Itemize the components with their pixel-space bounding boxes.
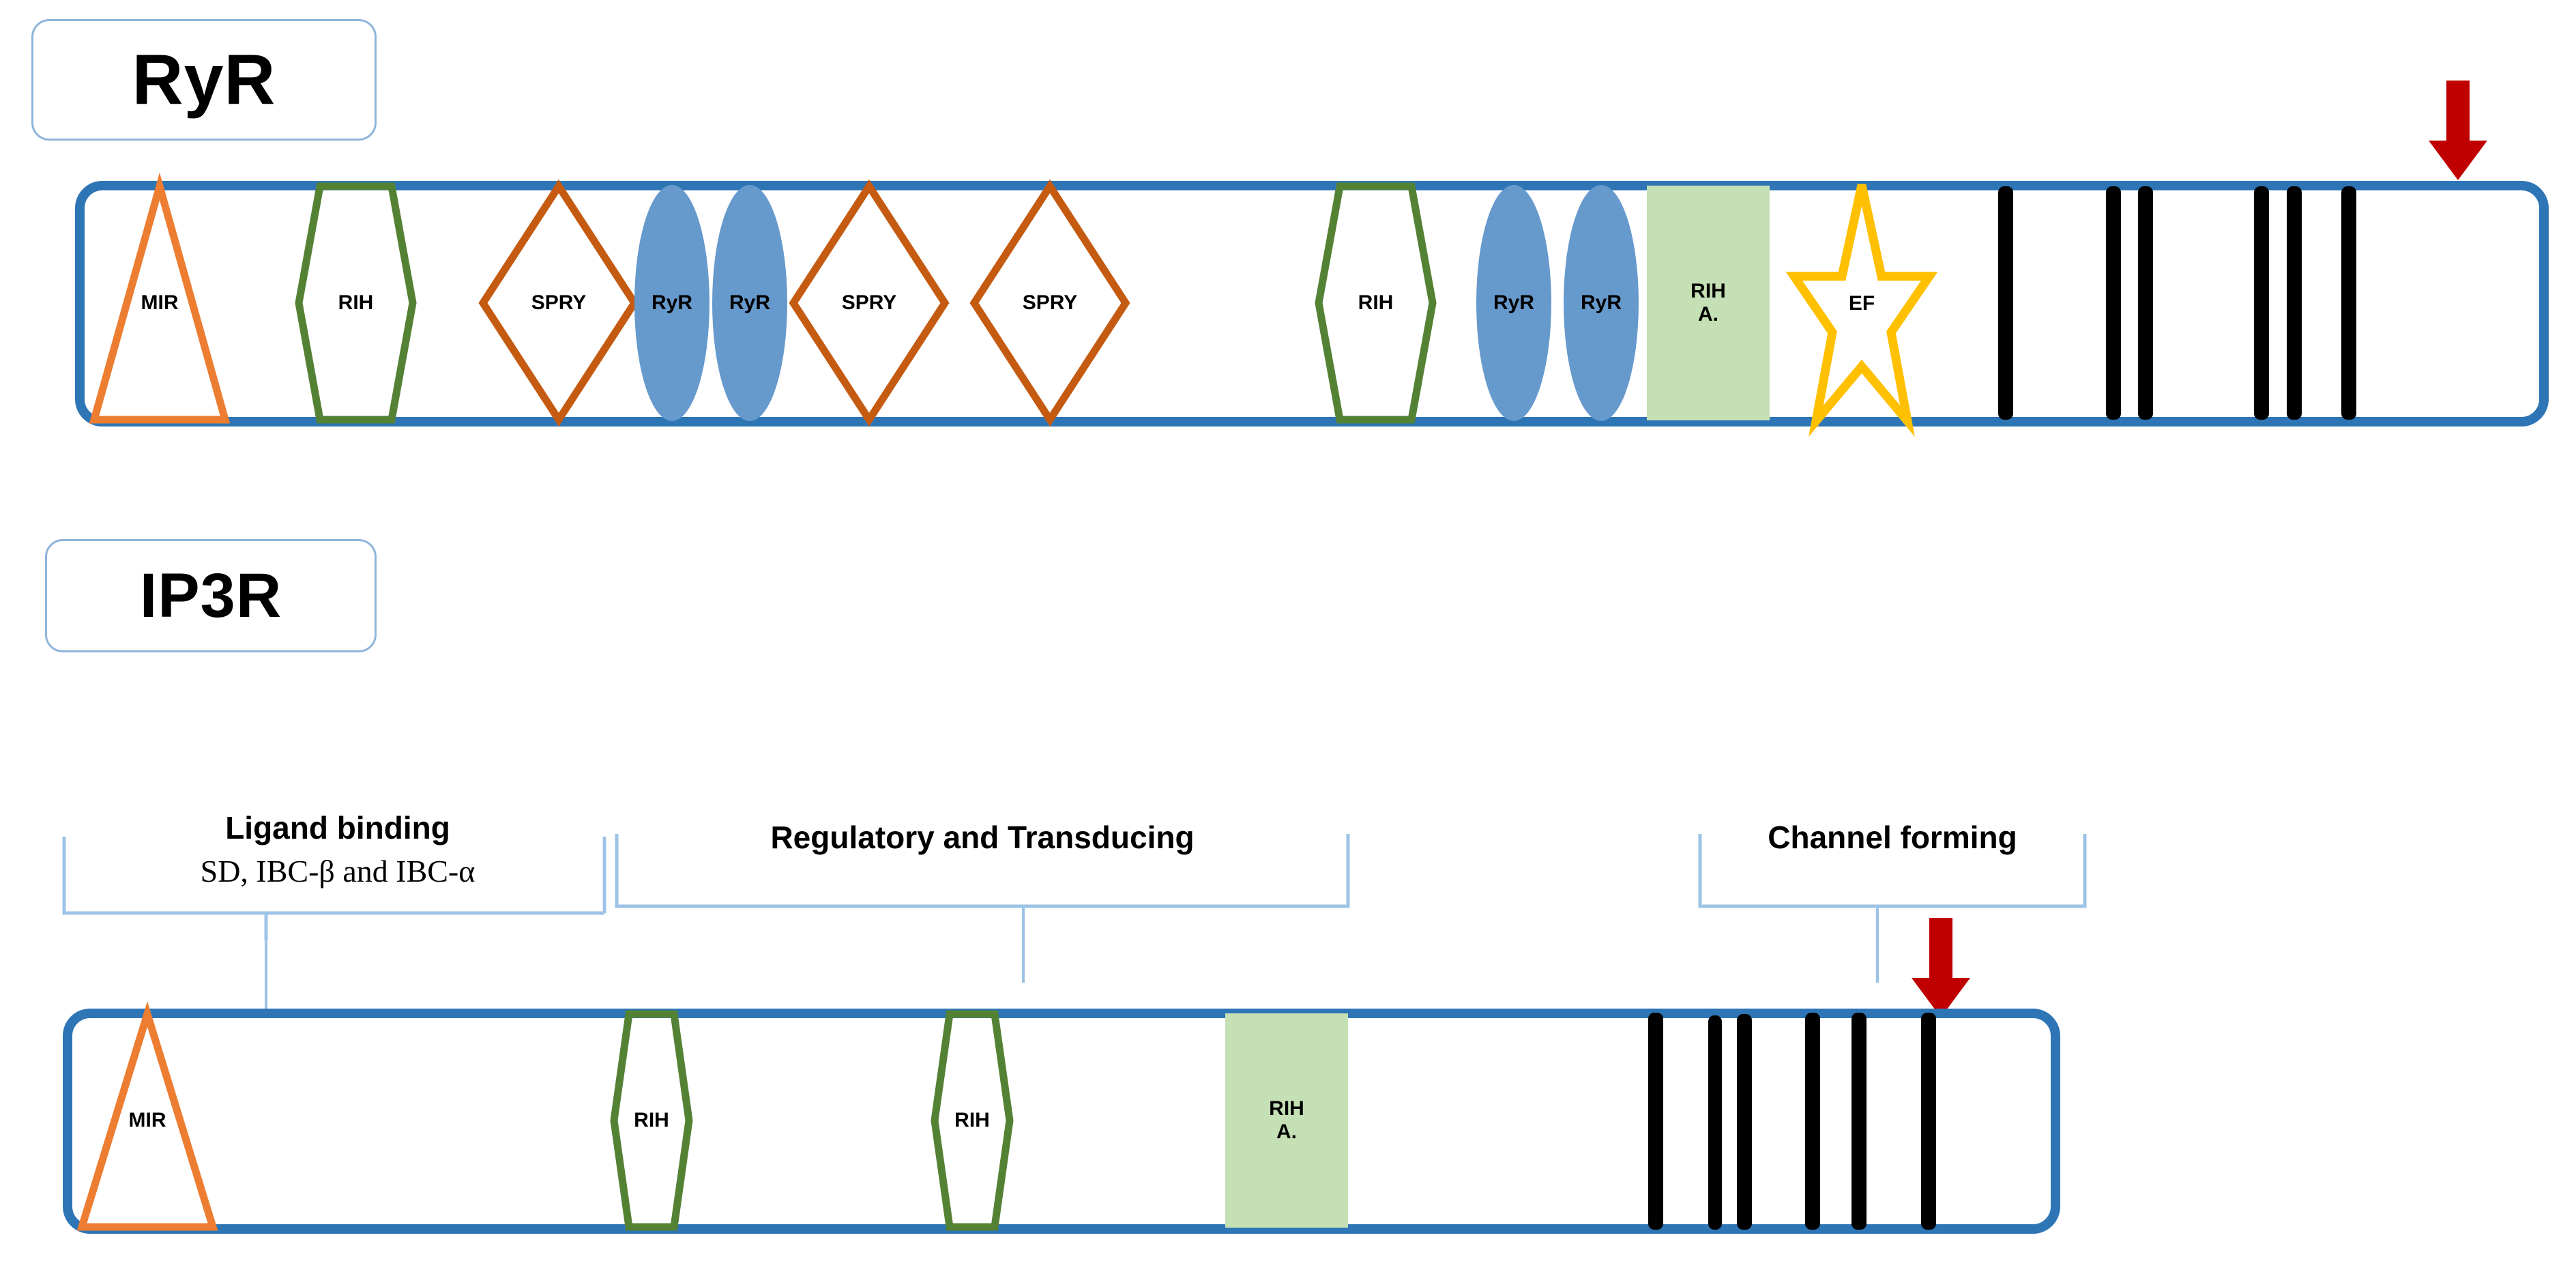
ip3r-mutation-arrow-icon: [1912, 918, 1970, 1017]
ryr-domain-ef: EF: [1785, 181, 1938, 437]
ip3r-tm-helix-4: [1805, 1013, 1820, 1230]
ryr-tm-helix-6: [2341, 186, 2356, 420]
bracket-channel-forming: [1698, 834, 2087, 983]
ryr-domain-rih-1: RIH: [295, 182, 417, 424]
ip3r-title-label: IP3R: [139, 560, 282, 631]
ip3r-tm-helix-1: [1648, 1013, 1663, 1230]
ryr-tm-helix-5: [2287, 186, 2302, 420]
bracket-ligand-binding-subtitle: SD, IBC-β and IBC-α: [200, 854, 475, 888]
ryr-domain-mir: MIR: [89, 172, 231, 424]
ryr-domain-rih-a: RIH A.: [1647, 186, 1770, 420]
bracket-ligand-binding-title: Ligand binding: [225, 810, 450, 845]
ryr-mutation-arrow-icon: [2429, 81, 2487, 180]
ryr-title-chip: RyR: [31, 19, 377, 141]
ryr-domain-ryr-2: RyR: [712, 185, 787, 421]
ip3r-domain-rih-2: RIH: [931, 1010, 1014, 1231]
ryr-domain-spry-3: SPRY: [969, 179, 1130, 427]
ip3r-tm-helix-3: [1737, 1014, 1752, 1230]
ryr-tm-helix-3: [2138, 186, 2153, 420]
ryr-domain-rih-2: RIH: [1315, 182, 1437, 424]
ryr-domain-ryr-4: RyR: [1564, 185, 1639, 421]
ryr-domain-track: MIR RIH SPRY RyR: [85, 172, 2539, 437]
ryr-tm-helix-2: [2106, 186, 2121, 420]
ip3r-domain-rih-1: RIH: [610, 1010, 693, 1231]
ip3r-protein-bar: MIR RIH RIH RIH A.: [63, 1001, 2060, 1234]
ip3r-domain-mir: MIR: [76, 1001, 218, 1231]
ip3r-tm-helix-5: [1852, 1013, 1867, 1230]
ryr-domain-spry-2: SPRY: [789, 179, 950, 427]
ip3r-domain-track: MIR RIH RIH RIH A.: [72, 1001, 2051, 1231]
bracket-regulatory: [615, 834, 1350, 983]
bracket-channel-forming-title: Channel forming: [1768, 820, 2017, 855]
ryr-tm-helix-1: [1998, 186, 2013, 420]
ryr-domain-spry-1: SPRY: [478, 179, 639, 427]
bracket-regulatory-title: Regulatory and Transducing: [770, 820, 1195, 855]
ryr-protein-bar: MIR RIH SPRY RyR: [75, 172, 2549, 437]
ip3r-tm-helix-6: [1921, 1013, 1936, 1230]
ryr-tm-helix-4: [2254, 186, 2269, 420]
ryr-title-label: RyR: [132, 40, 276, 119]
ryr-domain-ryr-3: RyR: [1476, 185, 1551, 421]
ip3r-domain-rih-a: RIH A.: [1225, 1013, 1348, 1228]
ip3r-title-chip: IP3R: [45, 539, 377, 652]
ryr-domain-ryr-1: RyR: [634, 185, 709, 421]
ip3r-tm-helix-2: [1708, 1015, 1722, 1230]
